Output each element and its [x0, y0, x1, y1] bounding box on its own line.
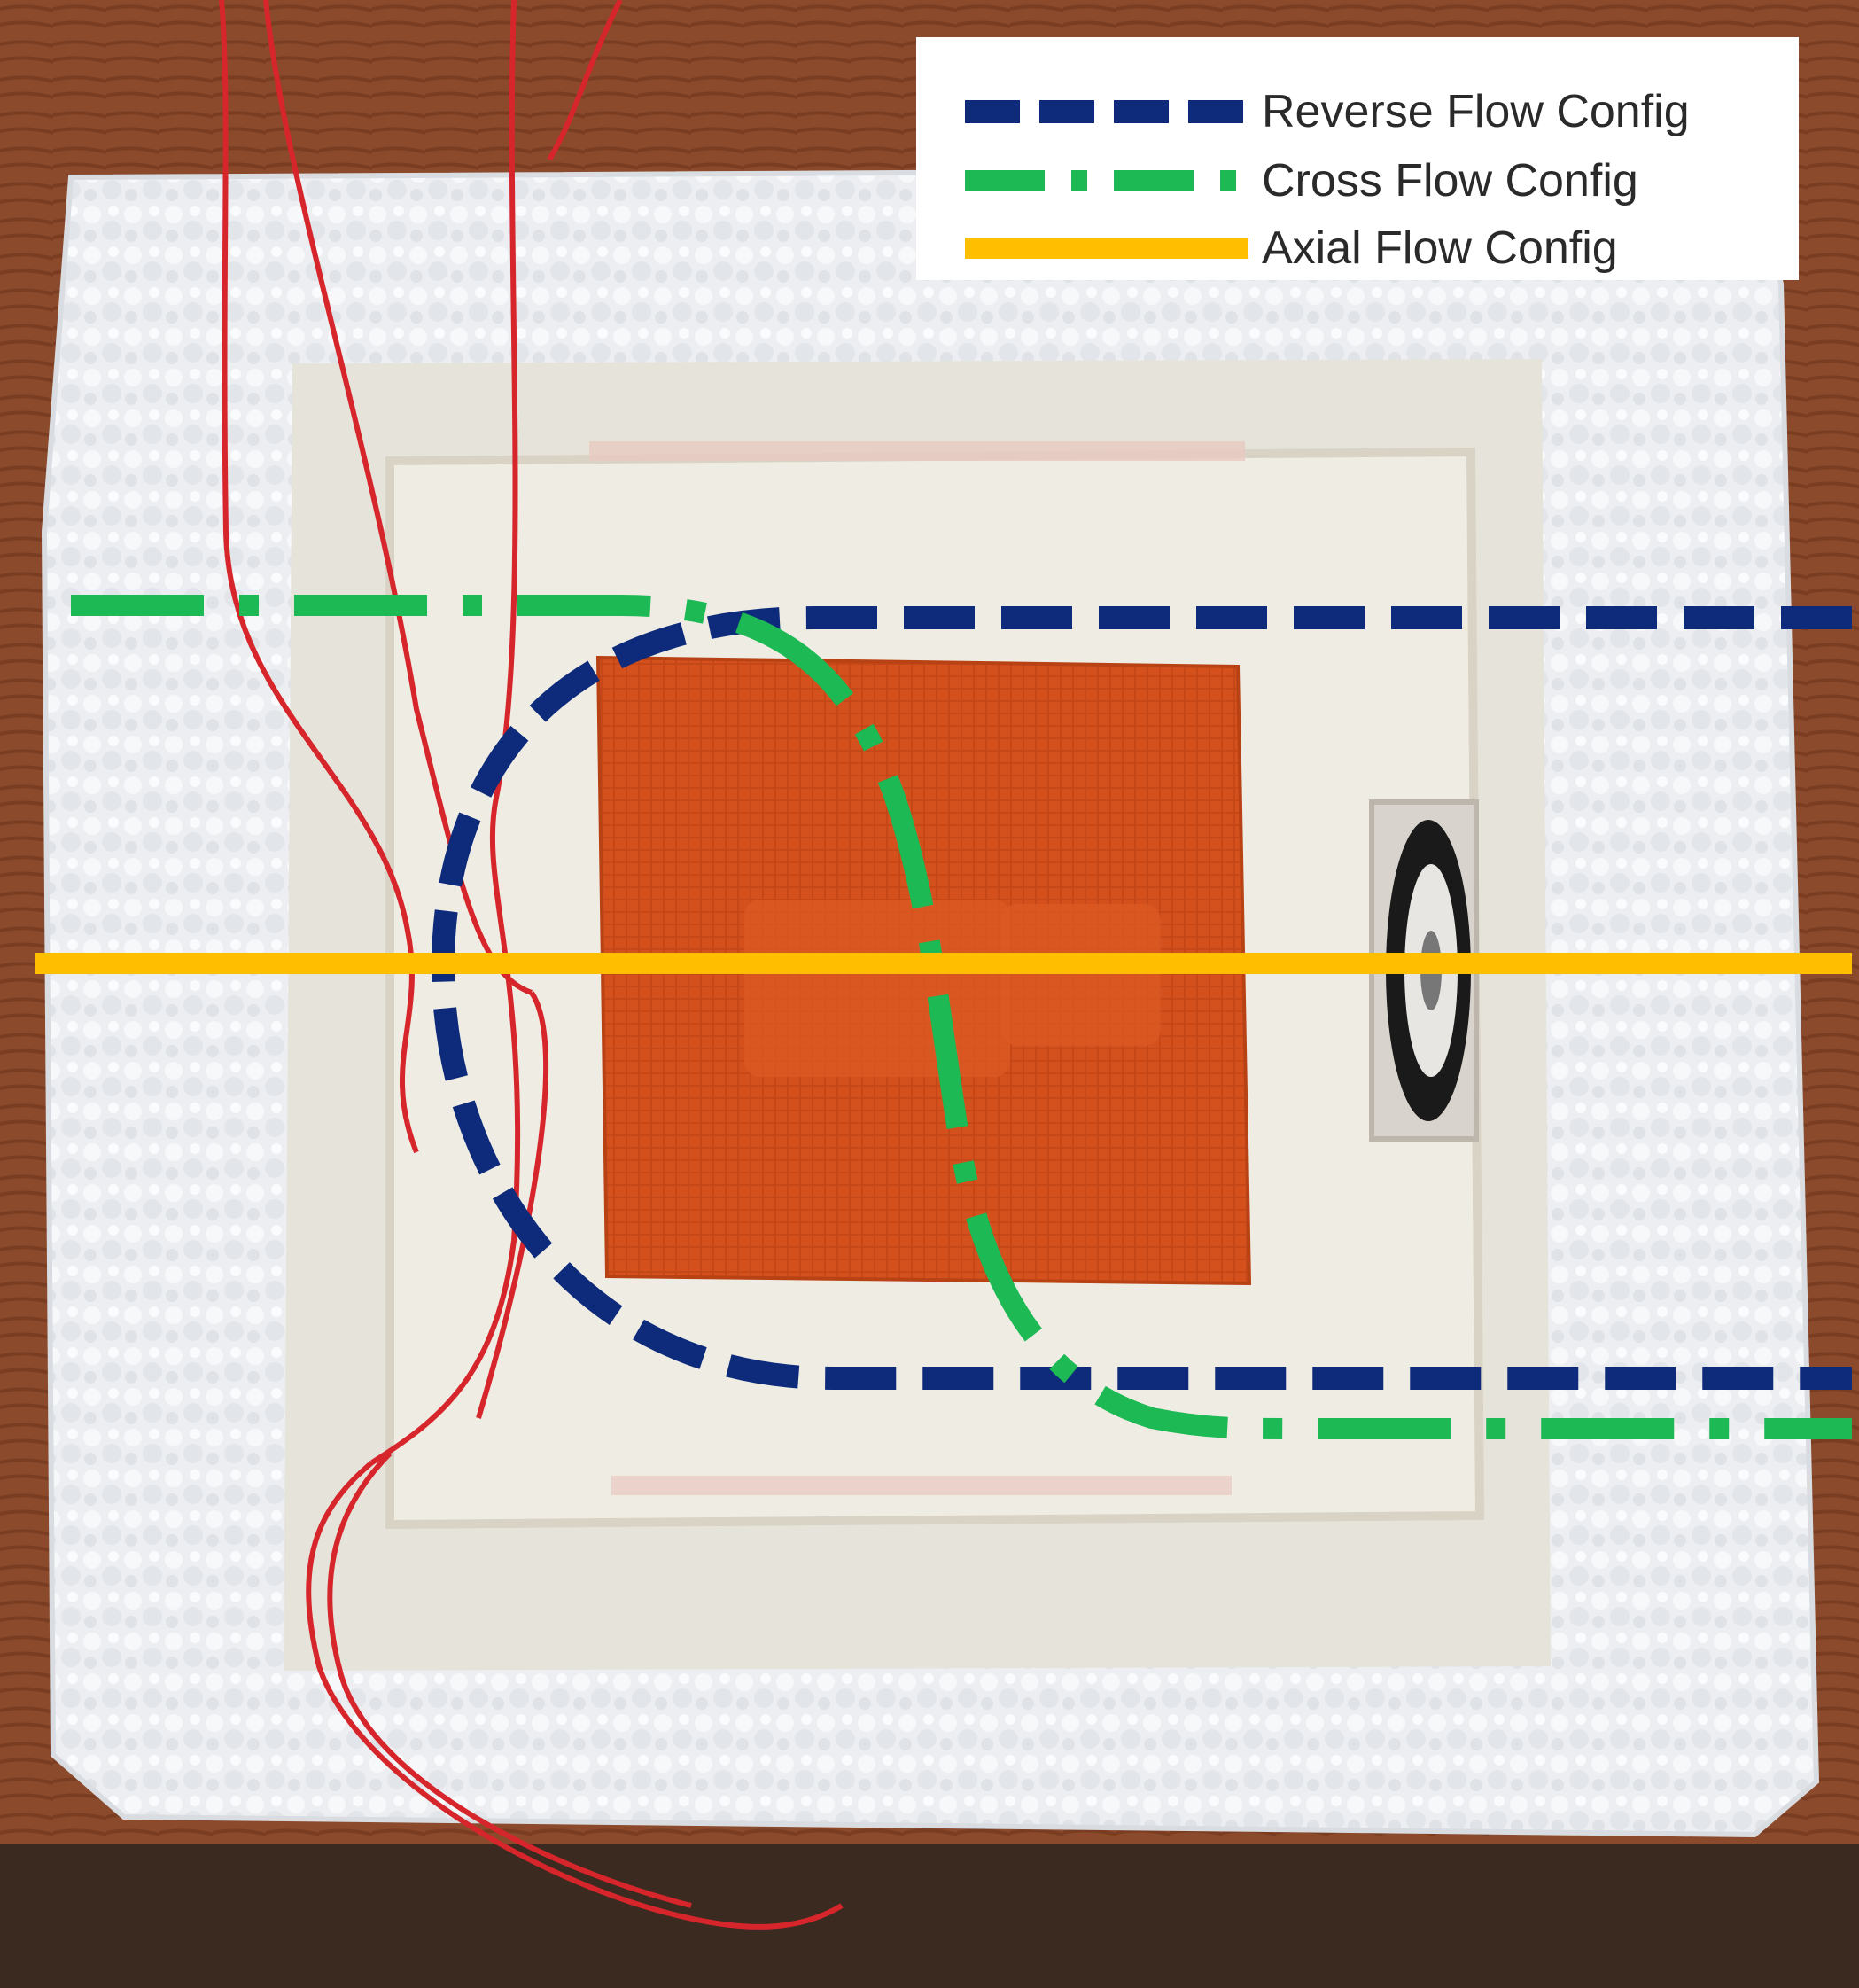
legend: Reverse Flow Config Cross Flow Config Ax… — [916, 37, 1799, 280]
legend-item-reverse: Reverse Flow Config — [916, 78, 1799, 145]
legend-label: Cross Flow Config — [1262, 155, 1638, 207]
inner-pink-strip-top — [589, 441, 1245, 461]
legend-label: Reverse Flow Config — [1262, 86, 1690, 137]
inner-pink-strip-bottom — [611, 1476, 1232, 1495]
legend-item-cross: Cross Flow Config — [916, 147, 1799, 214]
floor-shadow — [0, 1844, 1859, 1988]
legend-item-axial: Axial Flow Config — [916, 214, 1799, 282]
cross-flow-path — [71, 595, 1852, 1439]
dashed-line-icon — [965, 100, 1248, 123]
dash-dot-line-icon — [965, 170, 1248, 191]
legend-label: Axial Flow Config — [1262, 222, 1618, 274]
solid-line-icon — [965, 238, 1248, 259]
